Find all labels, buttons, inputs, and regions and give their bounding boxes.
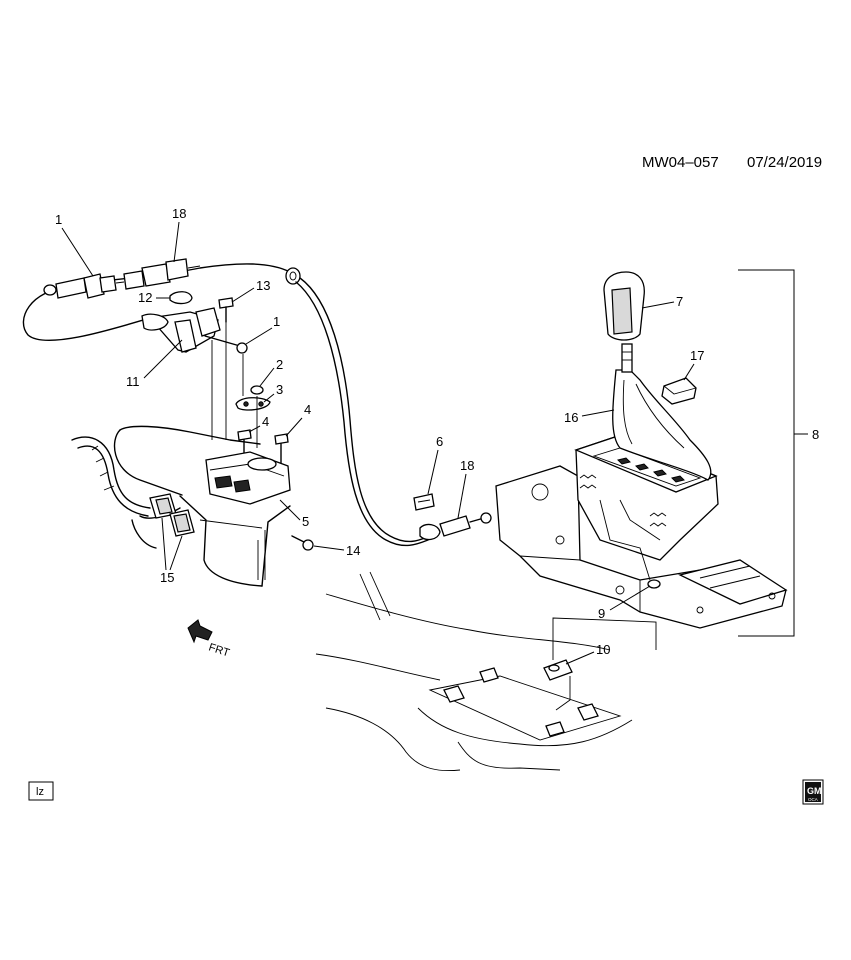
callout-5: 5 — [302, 514, 309, 529]
callout-6: 6 — [436, 434, 443, 449]
corner-label-box: lz — [28, 781, 54, 801]
callout-15: 15 — [160, 570, 174, 585]
front-direction-arrow: FRT — [187, 619, 231, 659]
gm-logo: GM OCA — [802, 779, 824, 805]
callout-13: 13 — [256, 278, 270, 293]
floor-panel — [315, 571, 657, 772]
cable-bracket — [141, 307, 248, 354]
bolts-4 — [237, 429, 289, 469]
svg-text:lz: lz — [36, 786, 44, 798]
bolt-13 — [218, 297, 234, 323]
callout-10: 10 — [596, 642, 610, 657]
callout-2: 2 — [276, 357, 283, 372]
transmission-case — [113, 425, 291, 587]
callout-11: 11 — [126, 374, 140, 389]
svg-text:OCA: OCA — [808, 797, 818, 802]
range-switch — [205, 451, 291, 505]
diagram-date: 07/24/2019 — [747, 154, 822, 171]
assembly-lines — [211, 322, 258, 448]
callout-7: 7 — [676, 294, 683, 309]
callout-18-right: 18 — [460, 458, 474, 473]
shift-cable-left — [22, 258, 301, 342]
callout-14: 14 — [346, 543, 360, 558]
front-label: FRT — [207, 641, 231, 659]
callout-12: 12 — [138, 290, 152, 305]
connectors-15 — [149, 493, 195, 537]
shift-cable-main — [295, 277, 492, 547]
assembly-bracket-8 — [738, 269, 808, 637]
callout-9: 9 — [598, 606, 605, 621]
wiring-harness — [71, 436, 181, 549]
callout-17: 17 — [690, 348, 704, 363]
svg-text:GM: GM — [807, 786, 822, 796]
callout-1-right: 1 — [273, 314, 280, 329]
callout-4-right: 4 — [304, 402, 311, 417]
callout-1-left: 1 — [55, 212, 62, 227]
callouts: 1 18 12 13 1 11 2 3 4 4 5 14 15 6 18 7 — [55, 206, 819, 665]
callout-3: 3 — [276, 382, 283, 397]
shifter-assembly — [495, 271, 788, 629]
nut-and-lever — [235, 385, 271, 411]
bolt-14 — [291, 535, 314, 551]
callout-16: 16 — [564, 410, 578, 425]
diagram-code: MW04–057 — [642, 154, 719, 171]
callout-4-left: 4 — [262, 414, 269, 429]
callout-18-left: 18 — [172, 206, 186, 221]
callout-8: 8 — [812, 427, 819, 442]
